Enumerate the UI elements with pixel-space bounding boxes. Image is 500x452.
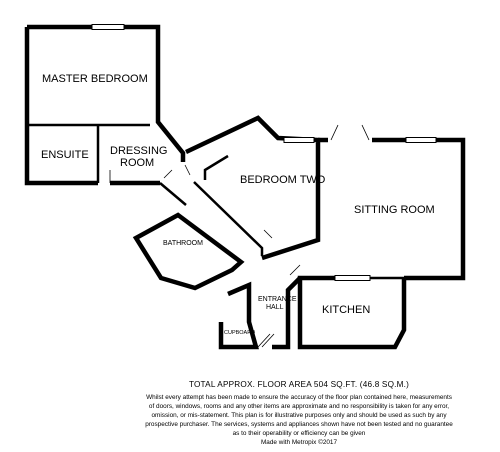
hall-wall-right — [203, 154, 229, 180]
label-master-bedroom: MASTER BEDROOM — [42, 73, 148, 85]
label-bedroom-two: BEDROOM TWO — [240, 174, 326, 186]
disclaimer-line: as to their operability or efficiency ca… — [232, 430, 366, 438]
credit-line: Made with Metropix ©2017 — [260, 439, 338, 447]
window-bedroom-two — [283, 137, 315, 143]
label-dressing-room-2: ROOM — [120, 157, 154, 169]
disclaimer: Whilst every attempt has been made to en… — [130, 393, 468, 448]
label-bathroom: BATHROOM — [163, 240, 203, 247]
label-dressing-room-1: DRESSING — [110, 145, 167, 157]
entrance-walls — [272, 276, 302, 350]
window-sitting — [405, 137, 437, 143]
bathroom-walls — [132, 212, 245, 291]
window-master — [91, 24, 125, 30]
label-ensuite: ENSUITE — [41, 149, 89, 161]
label-entrance-hall-1: ENTRANCE — [258, 296, 297, 303]
kitchen-walls — [297, 275, 407, 350]
disclaimer-line: Whilst every attempt has been made to en… — [146, 394, 452, 401]
door-swings — [109, 124, 370, 348]
window-kitchen — [334, 275, 371, 281]
label-cupboard: CUPBOARD — [224, 330, 255, 336]
disclaimer-line: of doors, windows, rooms and any other i… — [148, 403, 450, 411]
interior-walls — [27, 123, 404, 280]
total-floor-area: TOTAL APPROX. FLOOR AREA 504 SQ.FT. (46.… — [188, 380, 410, 389]
cupboard-walls — [218, 281, 259, 350]
windows — [91, 24, 437, 281]
hall-wall-left — [159, 181, 264, 256]
label-sitting-room: SITTING ROOM — [354, 204, 435, 216]
label-kitchen: KITCHEN — [322, 304, 370, 316]
floor-plan-footer: TOTAL APPROX. FLOOR AREA 504 SQ.FT. (46.… — [130, 380, 468, 448]
disclaimer-line: omission, or mis-statement. This plan is… — [151, 412, 447, 420]
label-entrance-hall-2: HALL — [266, 304, 284, 311]
disclaimer-line: prospective purchaser. The services, sys… — [145, 421, 453, 429]
